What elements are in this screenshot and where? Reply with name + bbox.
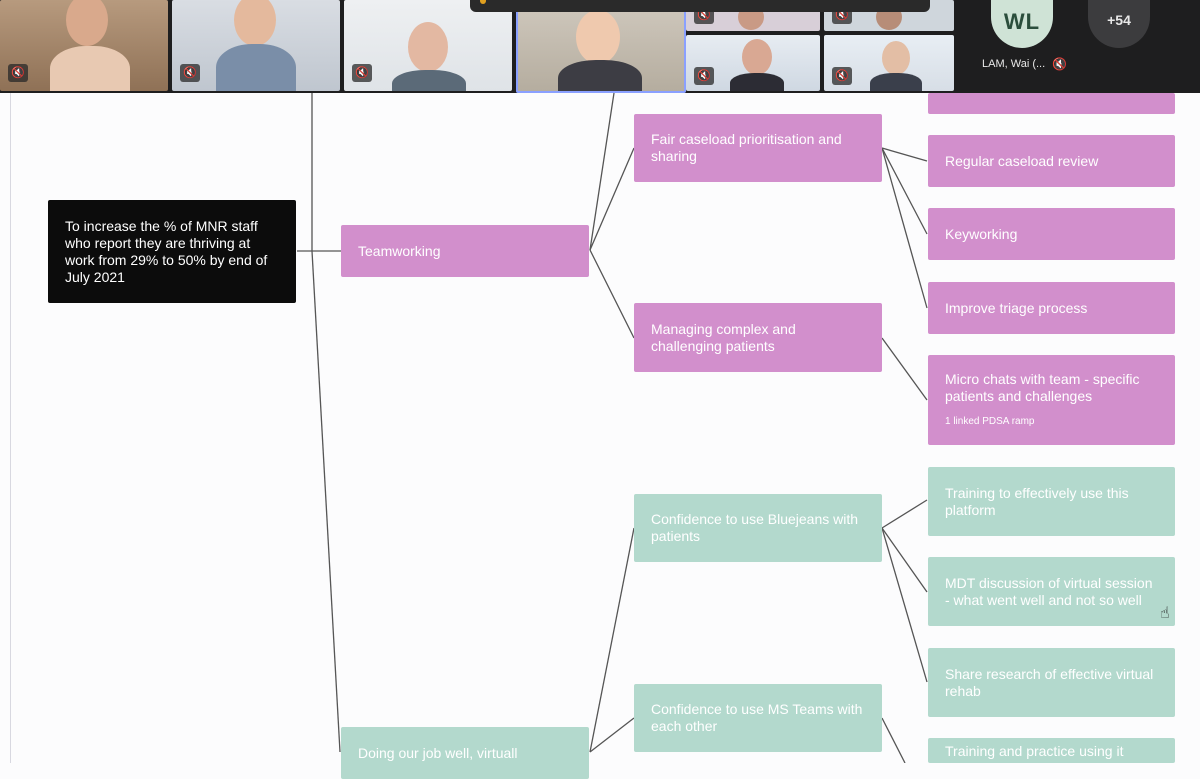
- change-idea-label: Keyworking: [945, 225, 1018, 242]
- mic-off-icon: 🔇: [8, 64, 28, 82]
- aim-card[interactable]: To increase the % of MNR staff who repor…: [48, 200, 296, 303]
- secondary-driver-label: Confidence to use Bluejeans with patient…: [651, 511, 859, 544]
- linked-ramp-note: 1 linked PDSA ramp: [945, 415, 1035, 427]
- change-idea-card[interactable]: Keyworking: [928, 208, 1175, 260]
- change-idea-label: Regular caseload review: [945, 152, 1099, 169]
- change-idea-label: Micro chats with team - specific patient…: [945, 370, 1140, 404]
- change-idea-card[interactable]: Share research of effective virtual reha…: [928, 648, 1175, 717]
- participant-video-tile[interactable]: 🔇: [686, 35, 820, 91]
- mic-off-icon: 🔇: [180, 64, 200, 82]
- mic-off-icon: 🔇: [832, 67, 852, 85]
- change-idea-label: Training to effectively use this platfor…: [945, 484, 1129, 518]
- secondary-driver-label: Fair caseload prioritisation and sharing: [651, 131, 842, 164]
- primary-driver-card[interactable]: Doing our job well, virtuall: [341, 727, 589, 779]
- change-idea-label: Training and practice using it: [945, 743, 1124, 759]
- change-idea-card[interactable]: Micro chats with team - specific patient…: [928, 355, 1175, 445]
- change-idea-card[interactable]: Training to effectively use this platfor…: [928, 467, 1175, 536]
- change-idea-card[interactable]: Regular caseload review: [928, 135, 1175, 187]
- change-idea-label: Improve triage process: [945, 299, 1088, 316]
- participant-video-tile[interactable]: 🔇: [344, 0, 512, 91]
- participant-video-tile[interactable]: 🔇: [824, 35, 954, 91]
- change-idea-card[interactable]: MDT discussion of virtual session - what…: [928, 557, 1175, 626]
- participant-video-tile[interactable]: 🔇: [0, 0, 168, 91]
- participant-name: LAM, Wai (...: [982, 58, 1046, 70]
- participant-avatar[interactable]: WL: [991, 0, 1053, 48]
- change-idea-card[interactable]: Training and practice using it: [928, 738, 1175, 763]
- primary-driver-card[interactable]: Teamworking: [341, 225, 589, 277]
- secondary-driver-card[interactable]: Fair caseload prioritisation and sharing: [634, 114, 882, 182]
- mic-off-icon: 🔇: [694, 67, 714, 85]
- connector-lines: [297, 92, 928, 763]
- screen-share-banner[interactable]: [470, 0, 930, 12]
- canvas-border: [10, 93, 11, 763]
- change-idea-card[interactable]: Improve triage process: [928, 282, 1175, 334]
- secondary-driver-label: Managing complex and challenging patient…: [651, 320, 796, 354]
- secondary-driver-card[interactable]: Confidence to use Bluejeans with patient…: [634, 494, 882, 562]
- change-idea-label: MDT discussion of virtual session - what…: [945, 574, 1153, 608]
- aim-text: To increase the % of MNR staff who repor…: [65, 217, 268, 285]
- change-idea-card[interactable]: [928, 93, 1175, 114]
- secondary-driver-card[interactable]: Confidence to use MS Teams with each oth…: [634, 684, 882, 752]
- mic-off-icon: 🔇: [1052, 57, 1067, 71]
- primary-driver-label: Doing our job well, virtuall: [358, 745, 518, 761]
- primary-driver-label: Teamworking: [358, 242, 441, 259]
- video-participant-strip: 🔇 🔇 🔇 🔇 🔇 🔇 🔇 WL: [0, 0, 1200, 93]
- change-idea-label: Share research of effective virtual reha…: [945, 665, 1154, 699]
- mic-off-icon: 🔇: [352, 64, 372, 82]
- secondary-driver-label: Confidence to use MS Teams with each oth…: [651, 701, 863, 734]
- hand-cursor-icon: ☝: [1160, 603, 1170, 622]
- more-participants-button[interactable]: +54: [1088, 0, 1150, 48]
- secondary-driver-card[interactable]: Managing complex and challenging patient…: [634, 303, 882, 372]
- participant-video-tile[interactable]: 🔇: [172, 0, 340, 91]
